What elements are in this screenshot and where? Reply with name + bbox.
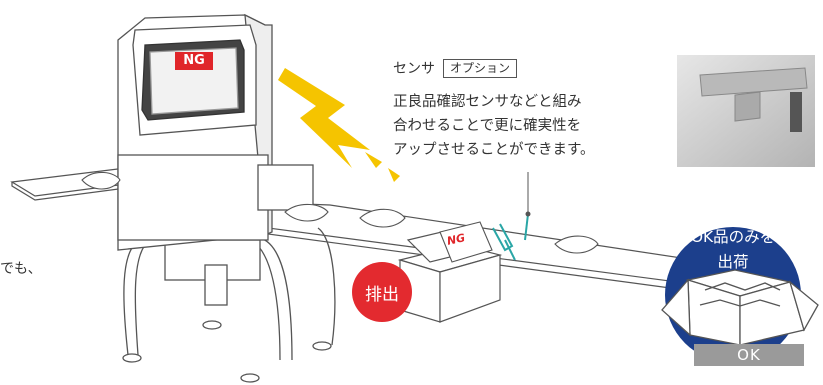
lightning-icon — [278, 68, 400, 182]
ok-ship-line1: OK品のみを — [690, 228, 776, 246]
inspection-machine — [117, 13, 314, 251]
sensor-heading: センサ オプション — [393, 58, 518, 78]
sensor-description-line: アップさせることができます。 — [393, 142, 595, 158]
option-badge: オプション — [443, 58, 518, 78]
sensor-title: センサ — [393, 61, 435, 77]
eject-badge: 排出 — [352, 262, 412, 322]
ok-box-label: OK — [694, 344, 804, 366]
machine-stand — [122, 227, 336, 383]
sensor-description-line: 合わせることで更に確実性を — [393, 118, 582, 134]
sensor-description: 正良品確認センサなどと組み 合わせることで更に確実性を アップさせることができま… — [393, 90, 673, 162]
screen-ng-label: NG — [175, 52, 213, 70]
ng-pack — [439, 221, 493, 263]
sensor-callout-dot — [525, 211, 531, 217]
sensor-description-line: 正良品確認センサなどと組み — [393, 94, 582, 110]
sensor-unit — [492, 213, 529, 261]
sensor-photo — [677, 55, 815, 167]
ok-ship-text: OK品のみを 出荷 — [683, 225, 783, 275]
packs — [81, 171, 599, 254]
ok-shipping-box — [661, 269, 819, 346]
ok-ship-line2: 出荷 — [717, 253, 749, 271]
left-text-fragment: でも、 — [0, 261, 42, 277]
